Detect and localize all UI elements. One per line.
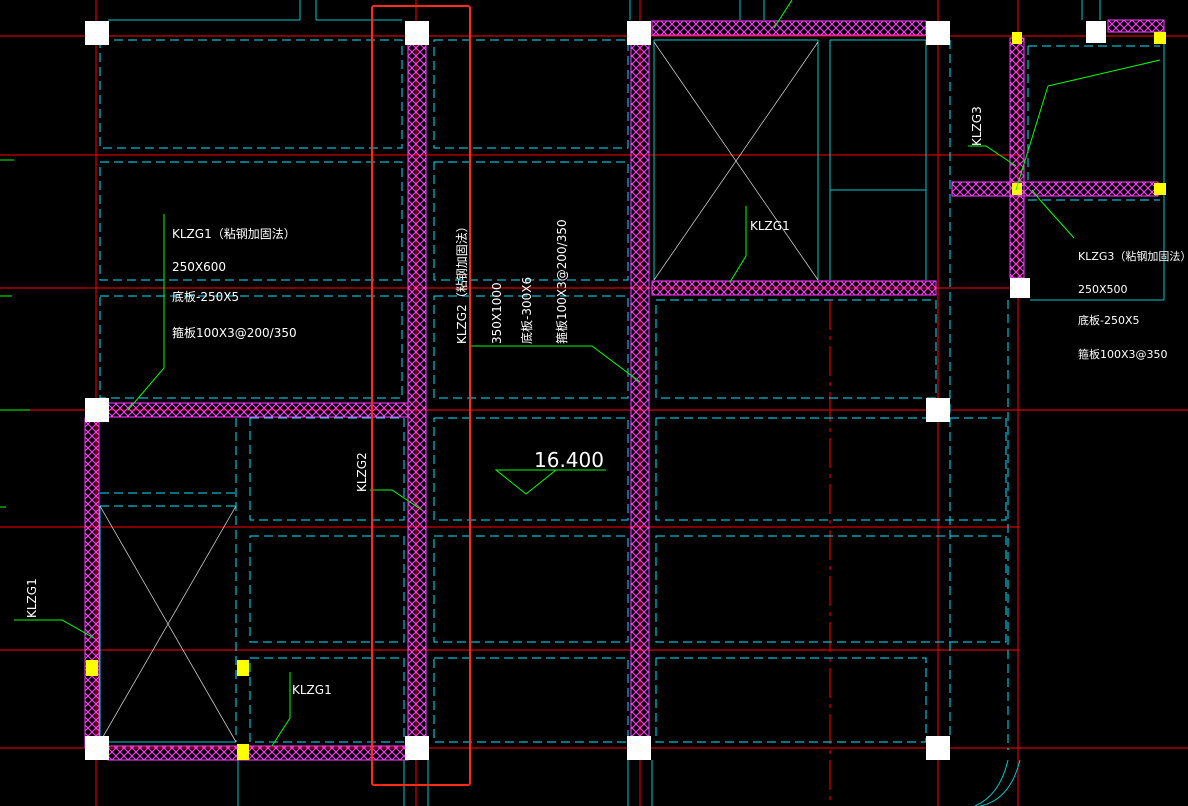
beam-klzg3-vertical <box>1009 37 1025 279</box>
structure-solid-lines <box>99 0 1165 806</box>
beam-klzg1-upper-horizontal <box>107 402 409 418</box>
beam-top-horizontal <box>651 20 927 36</box>
columns <box>85 21 1106 760</box>
tag-klzg1-lower: KLZG1 <box>292 683 332 697</box>
klzg3-size: 250X500 <box>1078 283 1128 296</box>
label-klzg2-block: KLZG2（粘钢加固法） 350X1000 底板-300X6 箍板100X3@2… <box>454 219 569 344</box>
klzg1-bottom-plate: 底板-250X5 <box>172 289 239 304</box>
elevation-marker <box>494 469 606 495</box>
klzg1-size: 250X600 <box>172 260 226 274</box>
klzg2-name: KLZG2（粘钢加固法） <box>454 220 469 344</box>
beam-top-right-horizontal <box>1107 19 1165 33</box>
opening-cross-lines <box>99 41 819 743</box>
beam-outlines-dashed <box>99 39 1160 750</box>
leader-lines <box>0 0 1161 747</box>
label-klzg1-block: KLZG1（粘钢加固法） 250X600 底板-250X5 箍板100X3@20… <box>172 226 297 340</box>
klzg3-hoop-plate: 箍板100X3@350 <box>1078 347 1168 361</box>
beam-klzg2 <box>407 37 427 751</box>
beam-klzg1-left-vertical <box>84 417 100 749</box>
steel-plates <box>86 32 1166 760</box>
klzg1-name: KLZG1（粘钢加固法） <box>172 226 296 241</box>
beam-vertical-center <box>630 37 650 751</box>
tag-klzg1-upper: KLZG1 <box>750 219 790 233</box>
elevation-label: 16.400 <box>534 448 604 472</box>
label-klzg3-block: KLZG3（粘钢加固法） 250X500 底板-250X5 箍板100X3@35… <box>1078 249 1188 361</box>
beam-klzg1-mid-horizontal <box>651 280 937 296</box>
klzg2-bottom-plate: 底板-300X6 <box>519 277 534 344</box>
klzg3-bottom-plate: 底板-250X5 <box>1078 313 1140 327</box>
beam-klzg1-bottom-horizontal <box>107 745 409 761</box>
klzg1-hoop-plate: 箍板100X3@200/350 <box>172 325 297 340</box>
tag-klzg2: KLZG2 <box>355 452 369 492</box>
reinforced-beams <box>84 19 1165 761</box>
selection-highlight-box[interactable] <box>371 5 471 786</box>
tag-klzg1-left: KLZG1 <box>25 578 39 618</box>
klzg3-name: KLZG3（粘钢加固法） <box>1078 249 1188 263</box>
klzg2-size: 350X1000 <box>490 282 504 344</box>
tag-klzg3: KLZG3 <box>970 106 984 146</box>
klzg2-hoop-plate: 箍板100X3@200/350 <box>554 219 569 344</box>
beam-klzg3-horizontal <box>951 181 1159 197</box>
